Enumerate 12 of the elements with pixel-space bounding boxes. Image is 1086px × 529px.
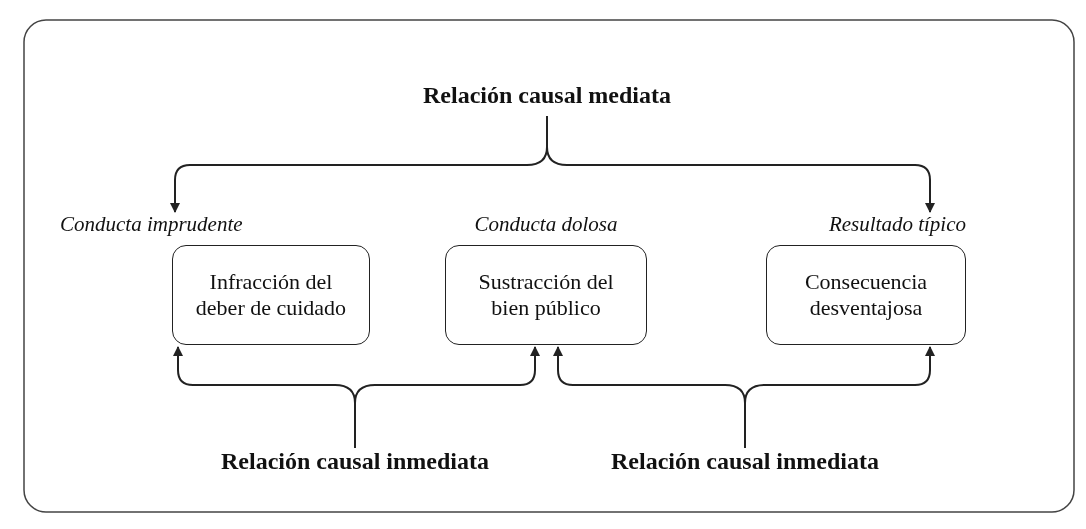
bracket-label: Relación causal inmediata	[160, 448, 550, 482]
bracket-label: Relación causal inmediata	[550, 448, 940, 482]
box-heading: Conducta imprudente	[60, 212, 243, 237]
box-heading: Resultado típico	[828, 212, 966, 237]
process-box: Infracción del deber de cuidado	[172, 245, 370, 345]
bracket-arrow	[546, 115, 935, 213]
bracket-label: Relación causal mediata	[347, 82, 747, 116]
bracket-arrow	[354, 346, 540, 449]
process-box: Consecuencia desventajosa	[766, 245, 966, 345]
bracket-arrow	[744, 346, 935, 449]
box-heading: Conducta dolosa	[474, 212, 618, 237]
process-box: Sustracción del bien público	[445, 245, 647, 345]
